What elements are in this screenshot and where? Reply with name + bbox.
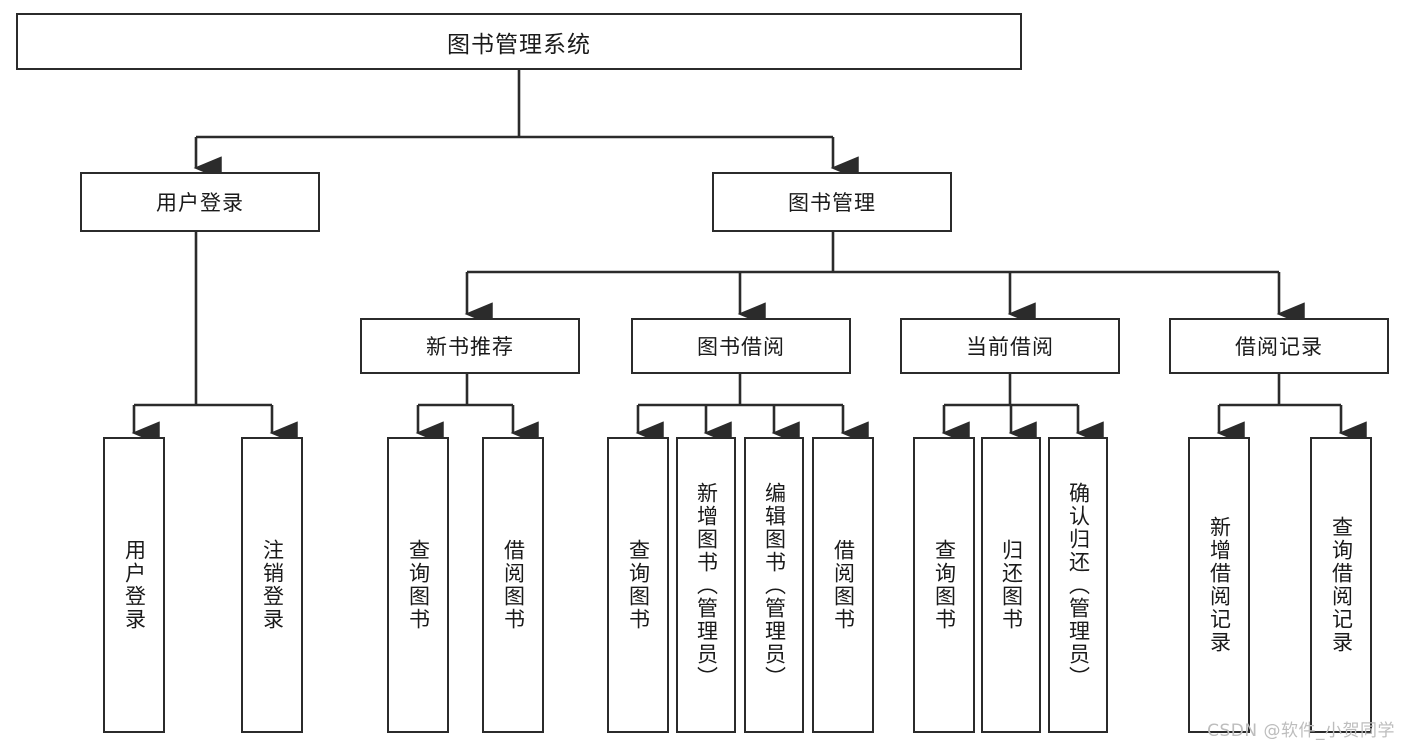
node-leaf-return-book[interactable]: 归还图书 — [981, 437, 1041, 733]
node-user-login[interactable]: 用户登录 — [80, 172, 320, 232]
node-leaf-add-record[interactable]: 新增借阅记录 — [1188, 437, 1250, 733]
leaf-inner: 借阅图书 — [484, 445, 542, 725]
node-leaf-confirm-return-label: 确认归还（管理员） — [1066, 481, 1091, 689]
leaf-inner: 新增借阅记录 — [1190, 445, 1248, 725]
leaf-inner: 查询图书 — [915, 445, 973, 725]
node-borrow-record-label: 借阅记录 — [1235, 335, 1323, 359]
node-leaf-logout-label: 注销登录 — [260, 539, 285, 631]
node-leaf-query-book-2-label: 查询图书 — [626, 539, 651, 631]
node-leaf-query-record-label: 查询借阅记录 — [1329, 516, 1354, 654]
leaf-inner: 查询图书 — [609, 445, 667, 725]
node-leaf-add-record-label: 新增借阅记录 — [1207, 516, 1232, 654]
leaf-inner: 用户登录 — [105, 445, 163, 725]
leaf-inner: 查询借阅记录 — [1312, 445, 1370, 725]
node-leaf-borrow-book-2-label: 借阅图书 — [831, 539, 856, 631]
node-current-borrow[interactable]: 当前借阅 — [900, 318, 1120, 374]
node-root[interactable]: 图书管理系统 — [16, 13, 1022, 70]
node-leaf-query-record[interactable]: 查询借阅记录 — [1310, 437, 1372, 733]
leaf-inner: 归还图书 — [983, 445, 1039, 725]
node-current-borrow-label: 当前借阅 — [966, 335, 1054, 359]
node-leaf-borrow-book-1-label: 借阅图书 — [501, 539, 526, 631]
node-new-book-recommend-label: 新书推荐 — [426, 335, 514, 359]
leaf-inner: 查询图书 — [389, 445, 447, 725]
leaf-inner: 确认归还（管理员） — [1050, 445, 1106, 725]
leaf-inner: 注销登录 — [243, 445, 301, 725]
node-leaf-query-book-3[interactable]: 查询图书 — [913, 437, 975, 733]
node-book-borrow-label: 图书借阅 — [697, 335, 785, 359]
leaf-inner: 借阅图书 — [814, 445, 872, 725]
node-book-management[interactable]: 图书管理 — [712, 172, 952, 232]
node-leaf-borrow-book-1[interactable]: 借阅图书 — [482, 437, 544, 733]
node-leaf-user-login-label: 用户登录 — [122, 539, 147, 631]
node-leaf-query-book-1-label: 查询图书 — [406, 539, 431, 631]
node-leaf-query-book-3-label: 查询图书 — [932, 539, 957, 631]
node-leaf-return-book-label: 归还图书 — [999, 539, 1024, 631]
node-leaf-add-book[interactable]: 新增图书（管理员） — [676, 437, 736, 733]
leaf-inner: 新增图书（管理员） — [678, 445, 734, 725]
node-borrow-record[interactable]: 借阅记录 — [1169, 318, 1389, 374]
node-leaf-edit-book[interactable]: 编辑图书（管理员） — [744, 437, 804, 733]
node-leaf-query-book-2[interactable]: 查询图书 — [607, 437, 669, 733]
node-leaf-query-book-1[interactable]: 查询图书 — [387, 437, 449, 733]
node-root-label: 图书管理系统 — [447, 31, 591, 58]
leaf-inner: 编辑图书（管理员） — [746, 445, 802, 725]
node-leaf-edit-book-label: 编辑图书（管理员） — [762, 481, 787, 689]
watermark-label: CSDN @软件_小贺同学 — [1207, 721, 1395, 741]
node-leaf-borrow-book-2[interactable]: 借阅图书 — [812, 437, 874, 733]
node-leaf-confirm-return[interactable]: 确认归还（管理员） — [1048, 437, 1108, 733]
node-book-borrow[interactable]: 图书借阅 — [631, 318, 851, 374]
node-leaf-user-login[interactable]: 用户登录 — [103, 437, 165, 733]
node-book-management-label: 图书管理 — [788, 191, 876, 215]
node-leaf-logout[interactable]: 注销登录 — [241, 437, 303, 733]
node-user-login-label: 用户登录 — [156, 191, 244, 215]
node-new-book-recommend[interactable]: 新书推荐 — [360, 318, 580, 374]
node-leaf-add-book-label: 新增图书（管理员） — [694, 481, 719, 689]
